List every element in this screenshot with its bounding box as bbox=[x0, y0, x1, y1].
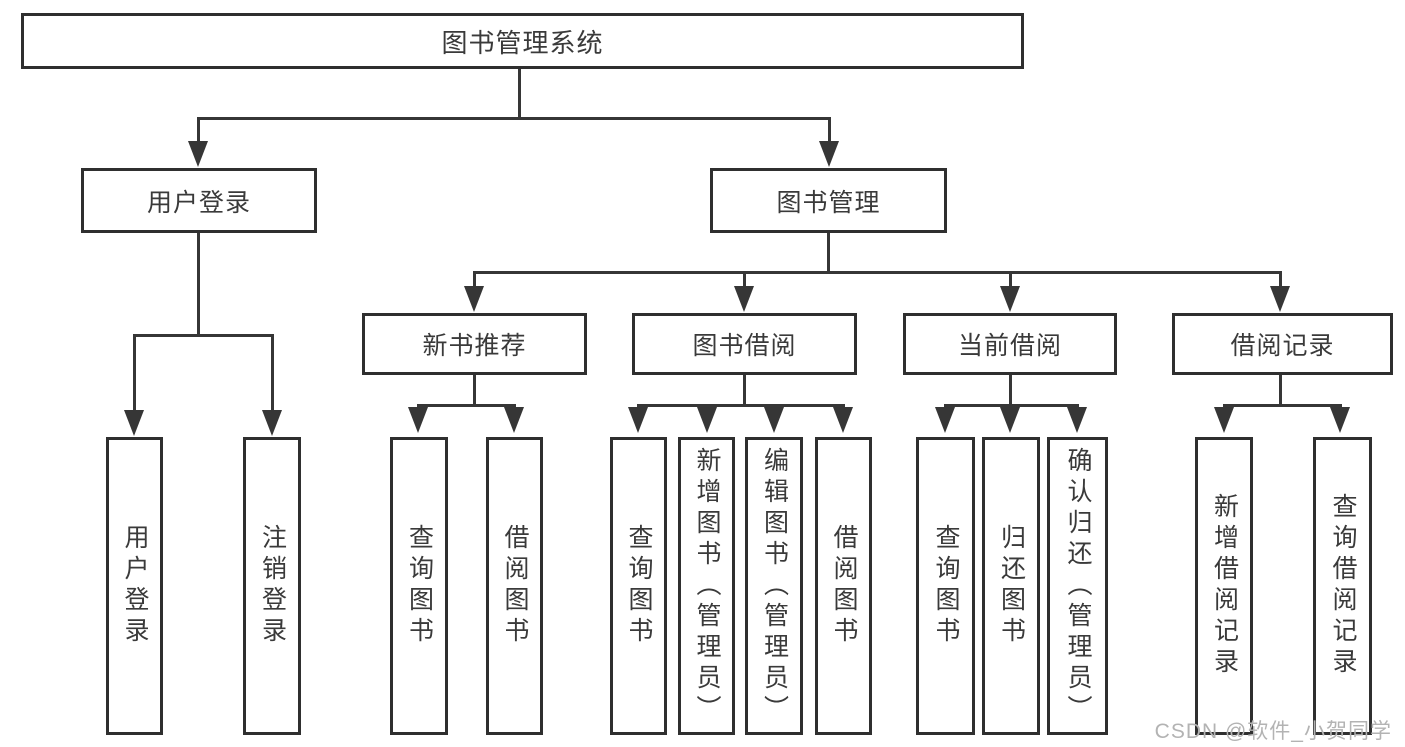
node-user-login: 用户登录 bbox=[81, 168, 317, 233]
arrow-down-icon bbox=[464, 286, 484, 312]
node-book-management: 图书管理 bbox=[710, 168, 947, 233]
connector-line bbox=[637, 404, 845, 407]
leaf-borrow-query-books: 查询图书 bbox=[610, 437, 667, 735]
connector-line bbox=[518, 69, 521, 118]
leaf-newbook-query-books: 查询图书 bbox=[390, 437, 448, 735]
node-new-book-recommend: 新书推荐 bbox=[362, 313, 587, 375]
leaf-borrow-edit-books-admin: 编辑图书（管理员） bbox=[745, 437, 803, 735]
leaf-current-confirm-return-admin: 确认归还（管理员） bbox=[1047, 437, 1108, 735]
arrow-down-icon bbox=[697, 407, 717, 433]
connector-line bbox=[197, 117, 200, 147]
arrow-down-icon bbox=[262, 410, 282, 436]
connector-line bbox=[271, 334, 274, 414]
connector-line bbox=[133, 334, 274, 337]
arrow-down-icon bbox=[1000, 286, 1020, 312]
connector-line bbox=[827, 233, 830, 273]
connector-line bbox=[743, 271, 746, 288]
connector-line bbox=[473, 271, 1282, 274]
connector-line bbox=[473, 375, 476, 407]
arrow-down-icon bbox=[504, 407, 524, 433]
leaf-logout: 注销登录 bbox=[243, 437, 301, 735]
arrow-down-icon bbox=[188, 141, 208, 167]
leaf-user-login: 用户登录 bbox=[106, 437, 163, 735]
connector-line bbox=[828, 117, 831, 147]
arrow-down-icon bbox=[819, 141, 839, 167]
arrow-down-icon bbox=[628, 407, 648, 433]
arrow-down-icon bbox=[1330, 407, 1350, 433]
leaf-current-return-books: 归还图书 bbox=[982, 437, 1040, 735]
leaf-newbook-borrow-books: 借阅图书 bbox=[486, 437, 543, 735]
arrow-down-icon bbox=[1067, 407, 1087, 433]
arrow-down-icon bbox=[764, 407, 784, 433]
watermark: CSDN @软件_小贺同学 bbox=[1154, 720, 1392, 743]
arrow-down-icon bbox=[734, 286, 754, 312]
arrow-down-icon bbox=[1270, 286, 1290, 312]
arrow-down-icon bbox=[124, 410, 144, 436]
arrow-down-icon bbox=[408, 407, 428, 433]
connector-line bbox=[1223, 404, 1342, 407]
connector-line bbox=[1279, 271, 1282, 288]
node-root: 图书管理系统 bbox=[21, 13, 1024, 69]
connector-line bbox=[743, 375, 746, 407]
leaf-records-add-record: 新增借阅记录 bbox=[1195, 437, 1253, 735]
node-book-borrow: 图书借阅 bbox=[632, 313, 857, 375]
arrow-down-icon bbox=[1214, 407, 1234, 433]
connector-line bbox=[1009, 271, 1012, 288]
arrow-down-icon bbox=[935, 407, 955, 433]
connector-line bbox=[417, 404, 516, 407]
leaf-borrow-add-books-admin: 新增图书（管理员） bbox=[678, 437, 735, 735]
connector-line bbox=[1009, 375, 1012, 407]
node-borrow-records: 借阅记录 bbox=[1172, 313, 1393, 375]
node-current-borrow: 当前借阅 bbox=[903, 313, 1117, 375]
leaf-current-query-books: 查询图书 bbox=[916, 437, 975, 735]
connector-line bbox=[197, 233, 200, 336]
connector-line bbox=[473, 271, 476, 288]
connector-line bbox=[1279, 375, 1282, 407]
connector-line bbox=[133, 334, 136, 414]
connector-line bbox=[197, 117, 830, 120]
arrow-down-icon bbox=[833, 407, 853, 433]
arrow-down-icon bbox=[1000, 407, 1020, 433]
leaf-borrow-borrow-books: 借阅图书 bbox=[815, 437, 872, 735]
connector-line bbox=[944, 404, 1079, 407]
leaf-records-query-record: 查询借阅记录 bbox=[1313, 437, 1372, 735]
